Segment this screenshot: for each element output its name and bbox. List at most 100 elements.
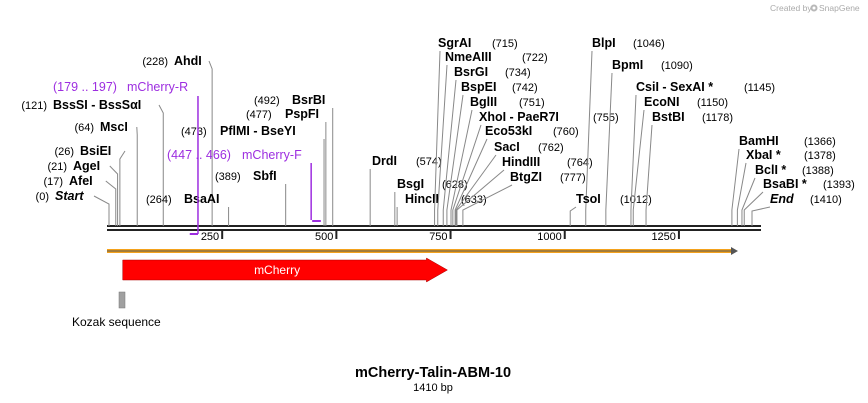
site-pspfi[interactable]: (477) PspFI <box>246 107 327 226</box>
site-sbfi[interactable]: (389)SbfI <box>215 169 287 226</box>
site-start[interactable]: (0)Start <box>36 189 110 226</box>
site-name: BsrGI <box>454 65 488 79</box>
site-name: End <box>770 192 794 206</box>
site-bsrbi[interactable]: (492)BsrBI <box>254 93 334 226</box>
site-xhoi-paer7i[interactable]: XhoI - PaeR7I (755) <box>452 110 619 226</box>
site-blpi[interactable]: BlpI(1046) <box>585 36 665 226</box>
site-position: (17) <box>43 176 63 188</box>
site-position: (121) <box>21 100 47 112</box>
feature-label: mCherry <box>254 263 300 277</box>
site-bsiei[interactable]: (26)BsiEI <box>54 144 126 226</box>
site-leader <box>434 50 441 226</box>
site-position: (0) <box>36 191 49 203</box>
site-position: (264) <box>146 194 172 206</box>
site-position: (1090) <box>661 60 693 72</box>
site-end[interactable]: End(1410) <box>751 192 842 226</box>
site-tsoi[interactable]: TsoI(1012) <box>569 192 652 226</box>
site-name: BglII <box>470 95 497 109</box>
plasmid-length: 1410 bp <box>413 382 453 394</box>
site-name: HindIII <box>502 155 540 169</box>
ruler-tick-label: 500 <box>315 231 333 243</box>
feature-kozak-sequence[interactable]: Kozak sequence <box>72 291 161 329</box>
site-agei[interactable]: (21)AgeI <box>47 159 119 226</box>
site-btgzi[interactable]: BtgZI (777) <box>462 170 586 226</box>
site-hindiii[interactable]: HindIII(764) <box>456 155 593 226</box>
site-position: (389) <box>215 171 241 183</box>
site-leader <box>630 94 637 226</box>
ruler-tick-label: 750 <box>429 231 447 243</box>
feature-arrow <box>122 257 448 283</box>
site-eco53ki[interactable]: Eco53kI(760) <box>454 124 579 226</box>
site-econi[interactable]: EcoNI(1150) <box>632 95 728 226</box>
site-leader <box>109 165 119 226</box>
site-bglii[interactable]: BglII (751) <box>450 95 545 226</box>
site-bsssi-bsss-i[interactable]: (121) BssSI - BssSαI <box>21 98 164 226</box>
site-position: (1150) <box>697 97 728 109</box>
site-csii-sexai[interactable]: CsiI - SexAI *(1145) <box>630 80 775 226</box>
site-bsaai[interactable]: (264) BsaAI <box>146 192 230 226</box>
site-leader <box>743 191 764 226</box>
site-position: (1012) <box>620 194 652 206</box>
site-msci[interactable]: (64)MscI <box>74 120 138 226</box>
site-position: (755) <box>593 112 619 124</box>
site-leader <box>569 206 577 226</box>
site-xbai[interactable]: XbaI *(1378) <box>736 148 836 226</box>
site-name: BssSI - BssSαI <box>53 98 141 112</box>
site-position: (734) <box>505 67 531 79</box>
site-hincii[interactable]: HincII(633) <box>396 192 487 226</box>
site-leader <box>208 60 213 226</box>
site-name: HincII <box>405 192 439 206</box>
credit-brand: SnapGene <box>819 3 860 13</box>
site-name: XhoI - PaeR7I <box>479 110 559 124</box>
site-bsabi[interactable]: BsaBI *(1393) <box>743 177 855 226</box>
site-bcli[interactable]: BclI *(1388) <box>741 163 834 226</box>
site-name: MscI <box>100 120 128 134</box>
site-name: NmeAIII <box>445 50 492 64</box>
site-ahdi[interactable]: (228)AhdI <box>142 54 213 226</box>
site-position: (722) <box>522 52 548 64</box>
site-bsgi[interactable]: BsgI(628) <box>394 177 468 226</box>
site-name: AfeI <box>69 174 93 188</box>
site-name: BamHI <box>739 134 779 148</box>
site-position: (574) <box>416 156 442 168</box>
primer-mcherry-f[interactable]: (447 .. 466)mCherry-F <box>167 148 321 222</box>
site-name: BsaAI <box>184 192 219 206</box>
primers: (179 .. 197)mCherry-R(447 .. 466)mCherry… <box>53 80 321 235</box>
site-name: BclI * <box>755 163 786 177</box>
site-leader <box>93 195 110 226</box>
feature-mcherry[interactable]: mCherry <box>122 257 448 283</box>
site-position: (777) <box>560 172 586 184</box>
plasmid-title: mCherry-Talin-ABM-10 <box>355 365 511 381</box>
site-name: BstBI <box>652 110 685 124</box>
site-bspei[interactable]: BspEI(742) <box>446 80 538 226</box>
site-pflmi-bseyi[interactable]: (473)PflMI - BseYI <box>181 124 325 226</box>
site-afei[interactable]: (17) AfeI <box>43 174 117 226</box>
site-drdi[interactable]: DrdI(574) <box>369 154 442 226</box>
site-position: (1145) <box>744 82 775 94</box>
site-name: SgrAI <box>438 36 471 50</box>
site-bamhi[interactable]: BamHI(1366) <box>731 134 836 226</box>
site-name: AgeI <box>73 159 100 173</box>
primer-mcherry-r[interactable]: (179 .. 197)mCherry-R <box>53 80 199 235</box>
site-name: XbaI * <box>746 148 781 162</box>
site-name: PspFI <box>285 107 319 121</box>
site-sgrai[interactable]: SgrAI(715) <box>434 36 518 226</box>
site-saci[interactable]: SacI(762) <box>455 140 564 226</box>
site-position: (492) <box>254 95 280 107</box>
site-position: (1178) <box>702 112 733 124</box>
site-leader <box>158 104 164 226</box>
site-name: Eco53kI <box>485 124 532 138</box>
site-nmeaiii[interactable]: NmeAIII (722) <box>437 50 548 226</box>
site-bstbi[interactable]: BstBI (1178) <box>645 110 733 226</box>
ruler-tick-label: 1000 <box>537 231 561 243</box>
site-name: BtgZI <box>510 170 542 184</box>
site-name: BsiEI <box>80 144 111 158</box>
site-bpmi[interactable]: BpmI(1090) <box>605 58 693 226</box>
site-leader <box>105 180 117 226</box>
site-bsrgi[interactable]: BsrGI (734) <box>442 65 531 226</box>
site-leader <box>452 124 482 226</box>
site-leader <box>751 206 771 226</box>
site-position: (477) <box>246 109 272 121</box>
site-position: (751) <box>519 97 545 109</box>
